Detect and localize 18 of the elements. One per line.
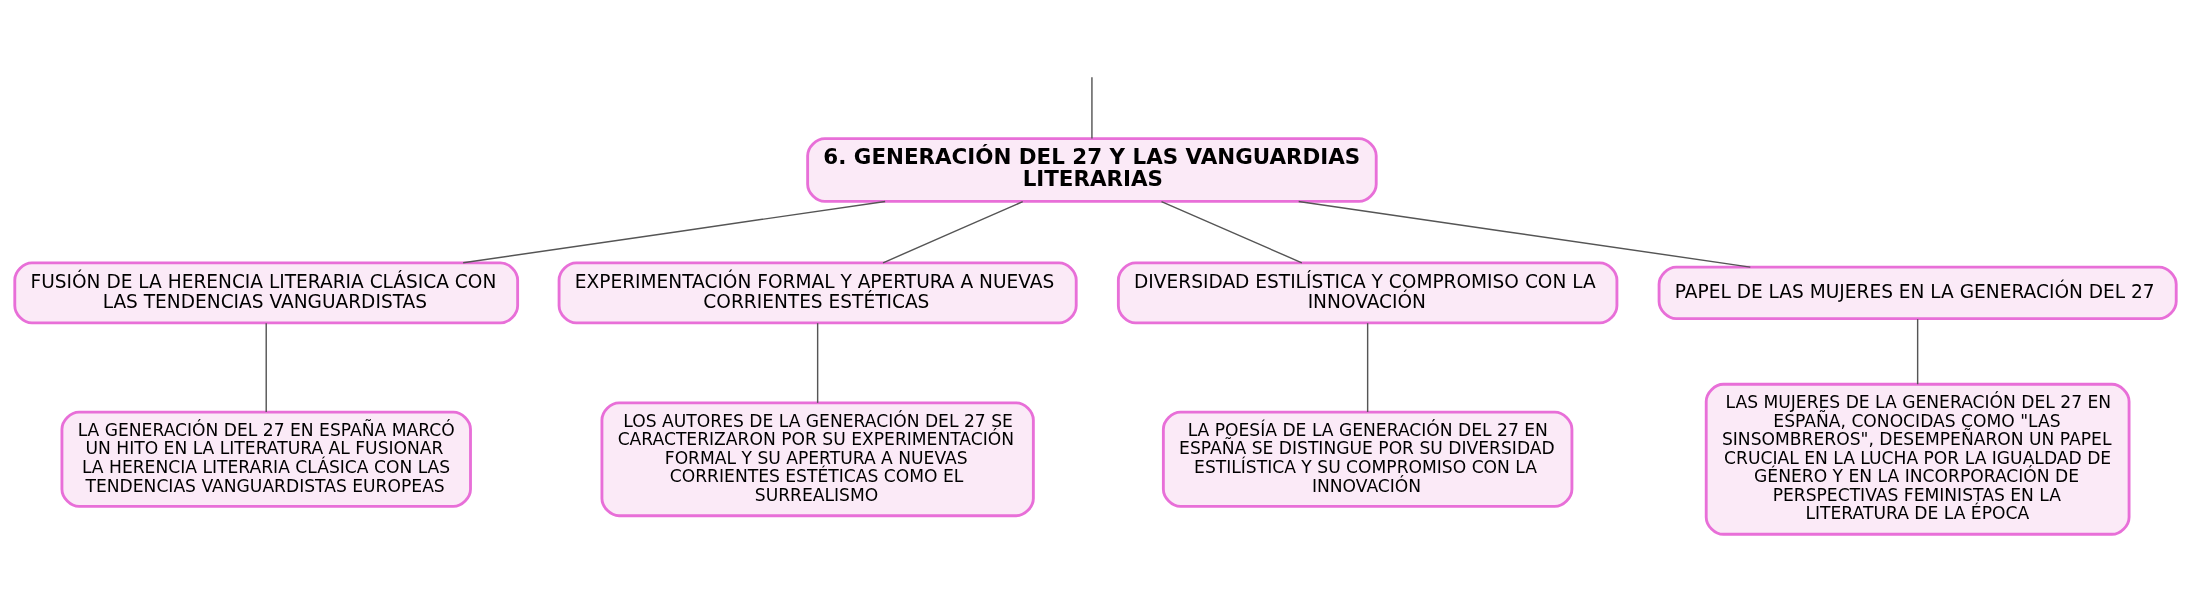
node-box: LA GENERACIÓN DEL 27 EN ESPAÑA MARCÓ UN HITO EN LA LITERATURA AL FUSIONAR LA HERENCIA LITERARIA CLÁSICA CON LAS TENDENCIAS VANGUARDISTAS EUROPEAS bbox=[60, 410, 472, 508]
node-box: PAPEL DE LAS MUJERES EN LA GENERACIÓN DEL 27 bbox=[1657, 265, 2178, 320]
node-box: 6. GENERACIÓN DEL 27 Y LAS VANGUARDIAS LITERARIAS bbox=[806, 136, 1378, 203]
connector bbox=[1366, 321, 1369, 413]
connector bbox=[816, 321, 819, 404]
node-box: DIVERSIDAD ESTILÍSTICA Y COMPROMISO CON LA INNOVACIÓN bbox=[1116, 260, 1619, 324]
connector bbox=[1298, 200, 1751, 268]
node-box: LA POESÍA DE LA GENERACIÓN DEL 27 EN ESPAÑA SE DISTINGUE POR SU DIVERSIDAD ESTILÍSTICA Y SU COMPROMISO CON LA INNOVACIÓN bbox=[1161, 410, 1574, 508]
node-box: LOS AUTORES DE LA GENERACIÓN DEL 27 SE CARACTERIZARON POR SU EXPERIMENTACIÓN FORMAL Y SU APERTURA A NUEVAS CORRIENTES ESTÉTICAS COMO EL SURREALISMO bbox=[600, 400, 1035, 517]
connector bbox=[265, 321, 267, 413]
connector bbox=[1916, 317, 1919, 385]
node-box: EXPERIMENTACIÓN FORMAL Y APERTURA A NUEVAS CORRIENTES ESTÉTICAS bbox=[557, 260, 1078, 324]
connector bbox=[882, 200, 1024, 264]
connector bbox=[462, 200, 886, 263]
node-box: LAS MUJERES DE LA GENERACIÓN DEL 27 EN ESPAÑA, CONOCIDAS COMO "LAS SINSOMBREROS", DESEMPEÑARON UN PAPEL CRUCIAL EN LA LUCHA POR LA IGUALDAD DE GÉNERO Y EN LA INCORPORACIÓN DE PERSPECTIVAS FEMINISTAS EN LA LITERATURA DE LA ÉPOCA bbox=[1704, 382, 2131, 536]
connector bbox=[1160, 200, 1303, 264]
connector bbox=[1091, 76, 1093, 139]
node-box: FUSIÓN DE LA HERENCIA LITERARIA CLÁSICA CON LAS TENDENCIAS VANGUARDISTAS bbox=[13, 260, 520, 324]
